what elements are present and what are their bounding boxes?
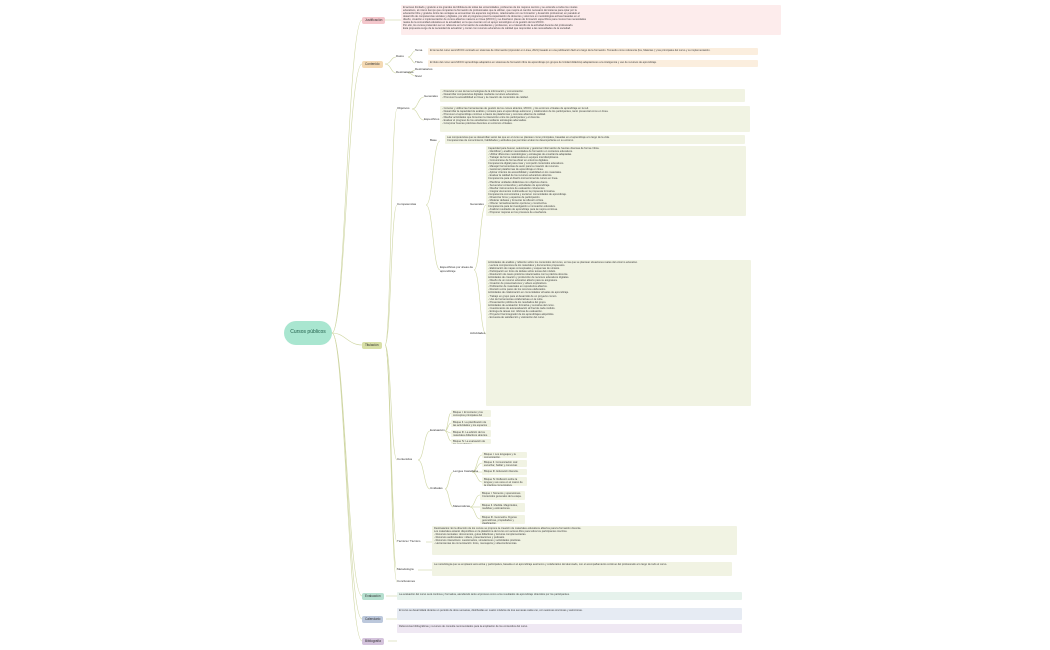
lengua-bloque-1: Bloque I. Los lenguajes y la comunicació…	[482, 452, 527, 458]
lengua-bloque-2: Bloque II. Comunicación oral: escuchar, …	[482, 460, 527, 467]
branch-evaluacion[interactable]: Evaluación	[362, 593, 384, 600]
destinatarios-label[interactable]: Destinatarios	[415, 67, 433, 71]
competencias-node[interactable]: Competencias	[397, 202, 417, 206]
datos-titulo[interactable]: Título	[415, 60, 423, 64]
matematicas-bloque-2: Bloque II. Medida. Magnitudes, medidas y…	[480, 503, 525, 512]
evaluacion-bloque-1: Bloque I. El contexto y los conceptos pr…	[451, 410, 491, 417]
evaluacion-bloque-4: Bloque IV. La evaluación de los aprendiz…	[451, 439, 491, 444]
contenidos-node[interactable]: Contenidos	[397, 457, 413, 461]
unidades-lengua[interactable]: Lengua Castellana	[453, 469, 479, 473]
especificas-actividades-text: Actividades de análisis y reflexión sobr…	[486, 260, 751, 406]
matematicas-bloque-1: Bloque I. Números y operaciones. Conteni…	[480, 491, 525, 500]
lengua-bloque-3: Bloque III. Educación literaria.	[482, 469, 527, 475]
branch-contenido[interactable]: Contenido	[362, 61, 383, 68]
link-root-titulacion	[331, 332, 363, 346]
branch-titulacion[interactable]: Titulación	[362, 342, 382, 349]
datos-tema[interactable]: Tema	[415, 48, 423, 52]
root-node[interactable]: Cursos públicos	[284, 321, 332, 345]
objetivos-especificos-text: - Conocer y utilizar las herramientas de…	[440, 106, 750, 132]
especificas-generales-text: Capacidad para buscar, seleccionar y ges…	[486, 146, 746, 216]
especificas-generales[interactable]: Generales	[470, 202, 484, 206]
tecnica-text: Destinatarios: En la dirección de los cu…	[432, 526, 737, 555]
unidades-matematicas[interactable]: Matemáticas	[453, 504, 471, 508]
contenido-datos[interactable]: Datos	[396, 54, 404, 58]
link-root-contenido	[331, 63, 363, 334]
conclusiones-node[interactable]: Conclusiones	[397, 579, 416, 583]
metodologia-text: La metodología que se empleará será acti…	[432, 562, 732, 576]
objetivos-generales-text: - Potenciar el uso de las tecnologías de…	[440, 89, 745, 102]
branch-justificacion[interactable]: Justificación	[362, 17, 386, 24]
datos-tema-text: El tema del curso será MOOC centrado en …	[428, 48, 758, 55]
evaluacion-bloque-2: Bloque II. La planificación de las activ…	[451, 420, 491, 427]
link-root-calendario	[331, 332, 363, 620]
datos-titulo-text: El título del curso será MOOC aprendizaj…	[428, 60, 758, 67]
lengua-bloque-4: Bloque IV. Reflexión sobre la lengua y s…	[482, 477, 527, 486]
especificas-actividades[interactable]: Actividades	[470, 331, 486, 335]
matematicas-bloque-3: Bloque III. Geometría. Figuras geométric…	[480, 515, 525, 524]
metodologia-node[interactable]: Metodología	[397, 567, 414, 571]
contenidos-unidades[interactable]: Unidades	[430, 486, 443, 490]
nivel-label[interactable]: Nivel	[415, 74, 422, 78]
branch-calendario[interactable]: Calendario	[362, 616, 384, 623]
justificacion-text: El acceso ilimitado y gratuito a los gra…	[401, 5, 781, 35]
competencias-base[interactable]: Base	[430, 138, 437, 142]
competencias-especificas[interactable]: Específicas por áreas de aprendizaje	[440, 265, 474, 273]
contenidos-evaluacion[interactable]: Evaluación	[430, 428, 445, 432]
objetivos-especificos[interactable]: Específicos	[424, 117, 440, 121]
calendario-text: El curso se desarrollará durante un peri…	[397, 608, 742, 620]
link-root-bibliografia	[331, 332, 363, 642]
objetivos-generales[interactable]: Generales	[424, 94, 438, 98]
evaluacion-bloque-3: Bloque III. La edición de los materiales…	[451, 430, 491, 437]
link-root-justificacion	[331, 19, 363, 334]
branch-bibliografia[interactable]: Bibliografía	[362, 638, 384, 645]
tecnica-node[interactable]: Técnica / Técnico	[397, 539, 421, 543]
contenido-destinatarios[interactable]: Destinatarios	[396, 70, 414, 74]
objetivos-node[interactable]: Objetivos	[397, 106, 410, 110]
bibliografia-text: Referencias bibliográficas y recursos de…	[397, 624, 742, 633]
competencias-base-text: Las competencias que se desarrollan será…	[445, 135, 745, 144]
evaluacion-text: La evaluación del curso será continua y …	[397, 592, 742, 600]
link-root-evaluacion	[331, 332, 363, 597]
